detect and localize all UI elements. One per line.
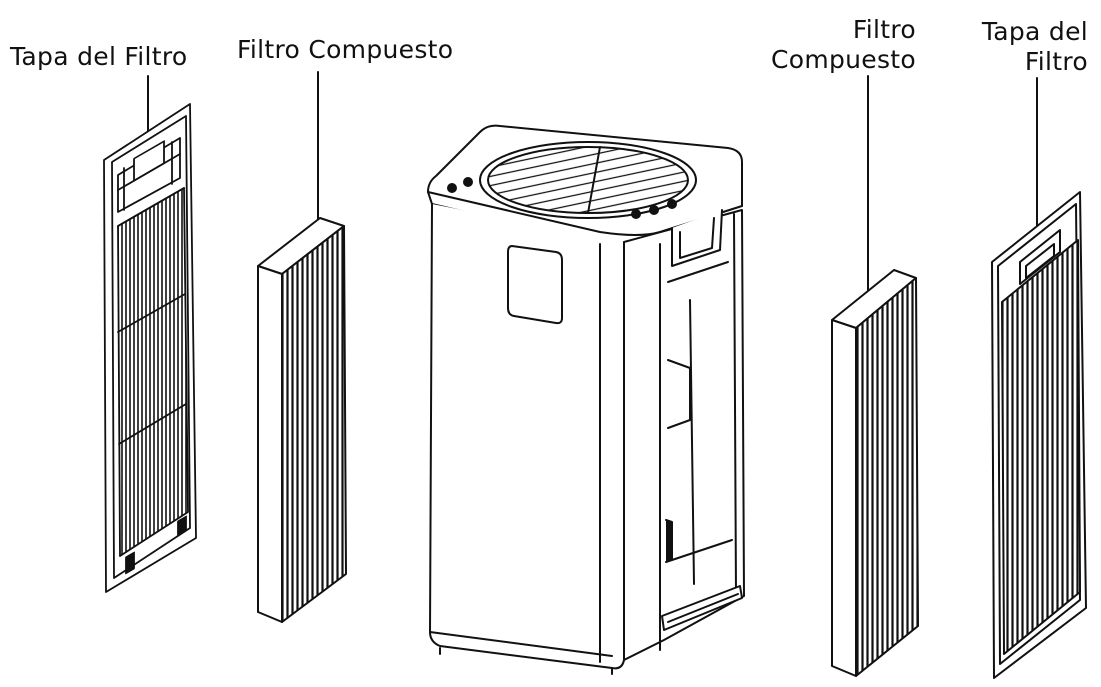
label-left-composite-filter: Filtro Compuesto [237,35,454,64]
label-right-cover-line2: Filtro [1024,47,1088,76]
label-right-cover-line1: Tapa del [981,17,1088,46]
left-filter-cover [103,103,197,593]
purifier-body [427,124,745,675]
label-left-filter-cover: Tapa del Filtro [10,42,188,71]
label-right-filter-line1: Filtro [852,15,916,44]
left-composite-filter [257,217,347,623]
right-composite-filter [831,269,919,677]
label-right-filter-cover: Tapa del Filtro [952,17,1088,77]
leader-lines [147,71,1038,291]
right-filter-cover [991,191,1087,679]
label-right-composite-filter: Filtro Compuesto [748,15,916,75]
label-right-filter-line2: Compuesto [770,45,916,74]
